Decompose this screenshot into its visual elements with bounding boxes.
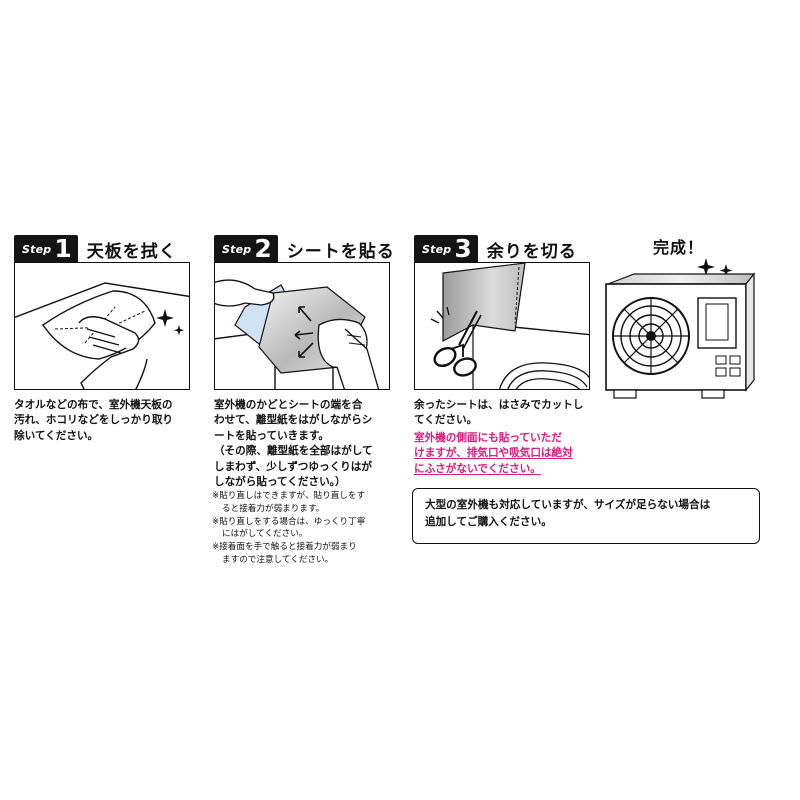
step-word: Step (222, 242, 252, 256)
sparkle-icon (719, 264, 733, 277)
step-number: 2 (254, 234, 272, 263)
note-line: ると接着力が弱まります。 (222, 503, 325, 514)
step-1-title: 天板を拭く (86, 241, 177, 262)
step-3-illustration (414, 262, 590, 390)
text-line: ートを貼っていきます。 (214, 429, 329, 442)
text-line: わせて、離型紙をはがしながらシ (214, 414, 373, 427)
note-line: ※接着面を手で触ると接着力が弱まり (212, 542, 357, 553)
text-line: 除いてください。 (14, 429, 99, 442)
step-1-instructions: タオルなどの布で、室外機天板の 汚れ、ホコリなどをしっかり取り 除いてください。 (14, 398, 173, 444)
text-line: しまわず、少しずつゆっくりはが (214, 460, 372, 473)
step-2-illustration (214, 262, 390, 390)
info-line: 追加してご購入ください。 (425, 516, 552, 528)
step-1-badge: Step 1 (14, 235, 78, 263)
step-2-instructions: 室外機のかどとシートの端を合 わせて、離型紙をはがしながらシ ートを貼っていきま… (214, 398, 373, 490)
text-line: しながら貼ってください。） (214, 476, 346, 489)
text-line: タオルなどの布で、室外機天板の (14, 399, 173, 411)
sparkle-icon (697, 258, 715, 276)
step-2-header: Step 2 シートを貼る (214, 235, 395, 263)
step-number: 3 (454, 234, 472, 263)
warning-line: にふさがないでください。 (414, 462, 541, 475)
step-3-badge: Step 3 (414, 235, 478, 263)
step-1-header: Step 1 天板を拭く (14, 235, 177, 263)
step-word: Step (22, 242, 52, 256)
warning-line: けますが、排気口や吸気口は絶対 (414, 447, 573, 460)
text-line: てください。 (414, 414, 478, 427)
step-1-illustration (14, 262, 190, 390)
step-2-badge: Step 2 (214, 235, 278, 263)
info-box: 大型の室外機も対応していますが、サイズが足らない場合は 追加してご購入ください。 (412, 488, 760, 544)
info-line: 大型の室外機も対応していますが、サイズが足らない場合は (425, 499, 711, 511)
warning-line: 室外機の側面にも貼っていただ (414, 432, 562, 444)
text-line: 余ったシートは、はさみでカットし (414, 399, 584, 411)
text-line: （その際、離型紙を全部はがして (214, 445, 373, 458)
note-line: ※貼り直しをする場合は、ゆっくり丁寧 (212, 516, 366, 527)
step-3-warning: 室外機の側面にも貼っていただ けますが、排気口や吸気口は絶対 にふさがないでくだ… (414, 431, 573, 477)
note-line: にはがしてください。 (222, 529, 308, 540)
finished-ac-unit-illustration (605, 258, 756, 399)
step-3-instructions: 余ったシートは、はさみでカットし てください。 (414, 398, 584, 429)
note-line: ますので注意してください。 (222, 554, 334, 565)
text-line: 室外機のかどとシートの端を合 (214, 399, 363, 411)
step-2-title: シートを貼る (286, 241, 395, 262)
text-line: 汚れ、ホコリなどをしっかり取り (14, 414, 174, 427)
step-word: Step (422, 242, 452, 256)
step-number: 1 (54, 234, 72, 263)
complete-label: 完成！ (653, 238, 705, 257)
step-3-title: 余りを切る (486, 241, 577, 262)
step-3-header: Step 3 余りを切る (414, 235, 577, 263)
step-2-notes: ※貼り直しはできますが、貼り直しをす ると接着力が弱まります。 ※貼り直しをする… (212, 490, 365, 567)
note-line: ※貼り直しはできますが、貼り直しをす (212, 491, 366, 501)
